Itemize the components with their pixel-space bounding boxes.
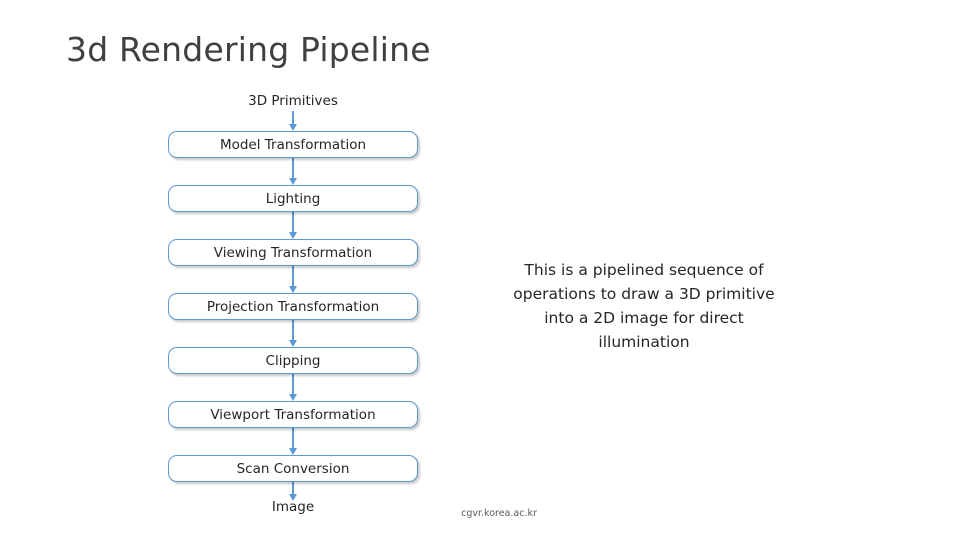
pipeline-stage[interactable]: 3D Primitives bbox=[248, 93, 338, 109]
flow-arrow bbox=[289, 428, 296, 455]
flow-arrow bbox=[289, 482, 296, 501]
pipeline-stage[interactable]: Model Transformation bbox=[168, 131, 418, 158]
flow-arrow bbox=[289, 111, 296, 131]
flow-arrow bbox=[289, 212, 296, 239]
caption-text: This is a pipelined sequence of operatio… bbox=[513, 261, 775, 351]
footer-source: cgvr.korea.ac.kr bbox=[461, 508, 537, 519]
flow-arrow bbox=[289, 374, 296, 401]
page-title: 3d Rendering Pipeline bbox=[66, 30, 431, 69]
flow-arrow bbox=[289, 158, 296, 185]
pipeline-stage[interactable]: Image bbox=[271, 499, 315, 515]
flow-arrow bbox=[289, 266, 296, 293]
pipeline-stage[interactable]: Lighting bbox=[168, 185, 418, 212]
pipeline-stage[interactable]: Projection Transformation bbox=[168, 293, 418, 320]
flow-arrow bbox=[289, 320, 296, 347]
pipeline-stage[interactable]: Clipping bbox=[168, 347, 418, 374]
pipeline-stage[interactable]: Viewing Transformation bbox=[168, 239, 418, 266]
pipeline-stage[interactable]: Viewport Transformation bbox=[168, 401, 418, 428]
pipeline-stage[interactable]: Scan Conversion bbox=[168, 455, 418, 482]
